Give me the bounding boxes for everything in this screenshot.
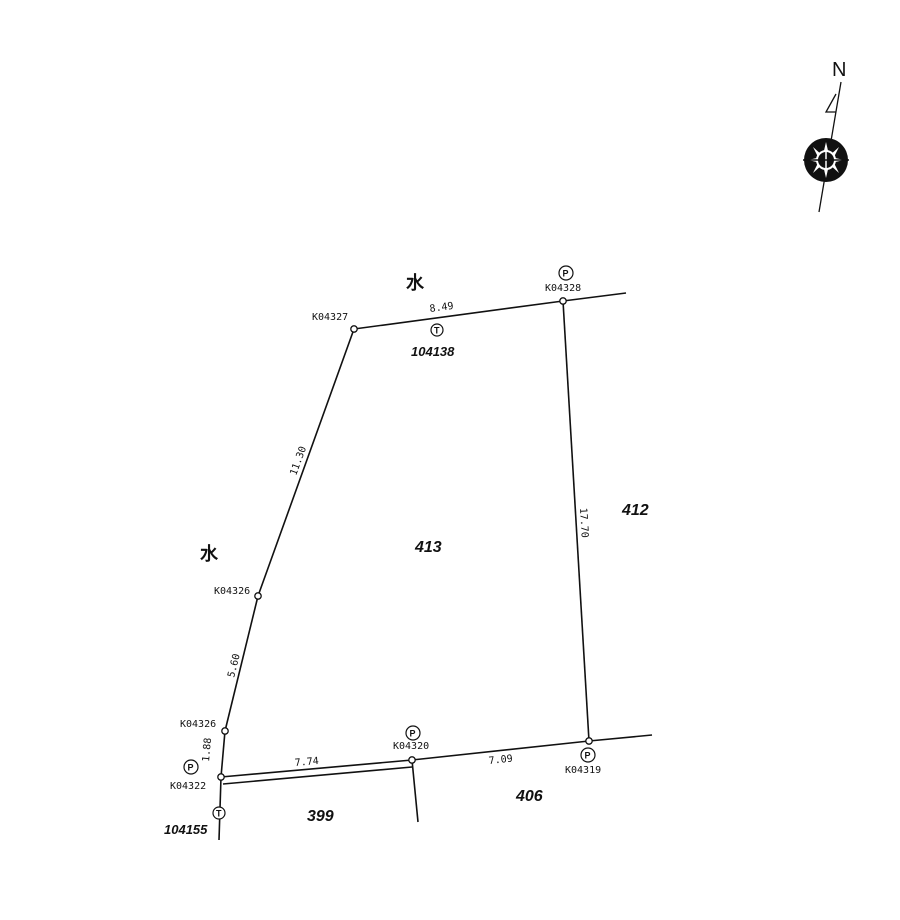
parcel-boundaries — [218, 292, 653, 841]
t-mark-icon: T — [212, 806, 226, 820]
point-label-k04320: K04320 — [393, 741, 429, 752]
t-mark-icon: T — [430, 323, 444, 337]
boundary-399-top — [222, 766, 413, 785]
distance-top: 8.49 — [429, 301, 454, 315]
reference-top: 104138 — [411, 344, 455, 359]
svg-text:P: P — [188, 763, 194, 773]
point-label-k04322: K04322 — [170, 781, 206, 792]
circled-marks: P P P P T T — [183, 265, 596, 820]
boundary-399-406 — [411, 759, 419, 823]
point-label-k04319: K04319 — [565, 765, 601, 776]
svg-text:P: P — [585, 751, 591, 761]
point-labels: K04327 K04328 K04326 K04326 K04322 K0432… — [170, 283, 601, 792]
point-label-k04327: K04327 — [312, 312, 348, 323]
point-marker — [217, 773, 225, 781]
water-labels: 水 水 — [200, 272, 425, 565]
p-mark-icon: P — [558, 265, 574, 281]
compass-rose-icon — [803, 138, 849, 182]
svg-text:P: P — [563, 269, 569, 279]
distance-bottom-right: 7.09 — [488, 754, 513, 767]
north-indicator: N — [803, 59, 849, 213]
boundary-left-short — [220, 730, 226, 778]
parcel-413: 413 — [414, 539, 442, 556]
boundary-left-lower — [224, 595, 259, 732]
distance-labels: 8.49 11.30 5.60 1.88 17.70 7.74 7.09 — [201, 301, 590, 769]
boundary-bottom-left — [220, 759, 413, 778]
survey-points — [217, 297, 593, 781]
point-label-k04326-upper: K04326 — [214, 586, 250, 597]
point-label-k04326-lower: K04326 — [180, 719, 216, 730]
north-label: N — [832, 59, 846, 81]
point-label-k04328: K04328 — [545, 283, 581, 294]
point-marker — [408, 756, 416, 764]
point-marker — [254, 592, 262, 600]
boundary-top-extension — [562, 292, 627, 302]
distance-right: 17.70 — [577, 508, 590, 539]
water-label-left: 水 — [200, 543, 219, 565]
svg-text:P: P — [410, 729, 416, 739]
parcel-406: 406 — [515, 788, 543, 805]
boundary-top — [353, 300, 564, 330]
parcel-numbers: 413 412 399 406 — [307, 502, 649, 825]
reference-numbers: 104138 104155 — [164, 344, 455, 837]
reference-bottom: 104155 — [164, 822, 208, 837]
point-marker — [221, 727, 229, 735]
boundary-bottom-extension — [588, 734, 653, 742]
svg-text:T: T — [434, 326, 440, 336]
point-marker — [559, 297, 567, 305]
svg-text:T: T — [216, 809, 222, 819]
boundary-right — [562, 300, 590, 742]
point-marker — [585, 737, 593, 745]
distance-left-short: 1.88 — [201, 737, 214, 762]
north-arrow-icon — [824, 93, 837, 113]
parcel-412: 412 — [621, 502, 649, 519]
boundary-bottom-right — [411, 740, 590, 761]
point-marker — [350, 325, 358, 333]
parcel-399: 399 — [307, 808, 334, 825]
distance-bottom-left: 7.74 — [294, 756, 319, 769]
p-mark-icon: P — [580, 747, 596, 763]
p-mark-icon: P — [405, 725, 421, 741]
boundary-left-upper — [257, 328, 355, 597]
water-label-top: 水 — [406, 272, 425, 294]
p-mark-icon: P — [183, 759, 199, 775]
